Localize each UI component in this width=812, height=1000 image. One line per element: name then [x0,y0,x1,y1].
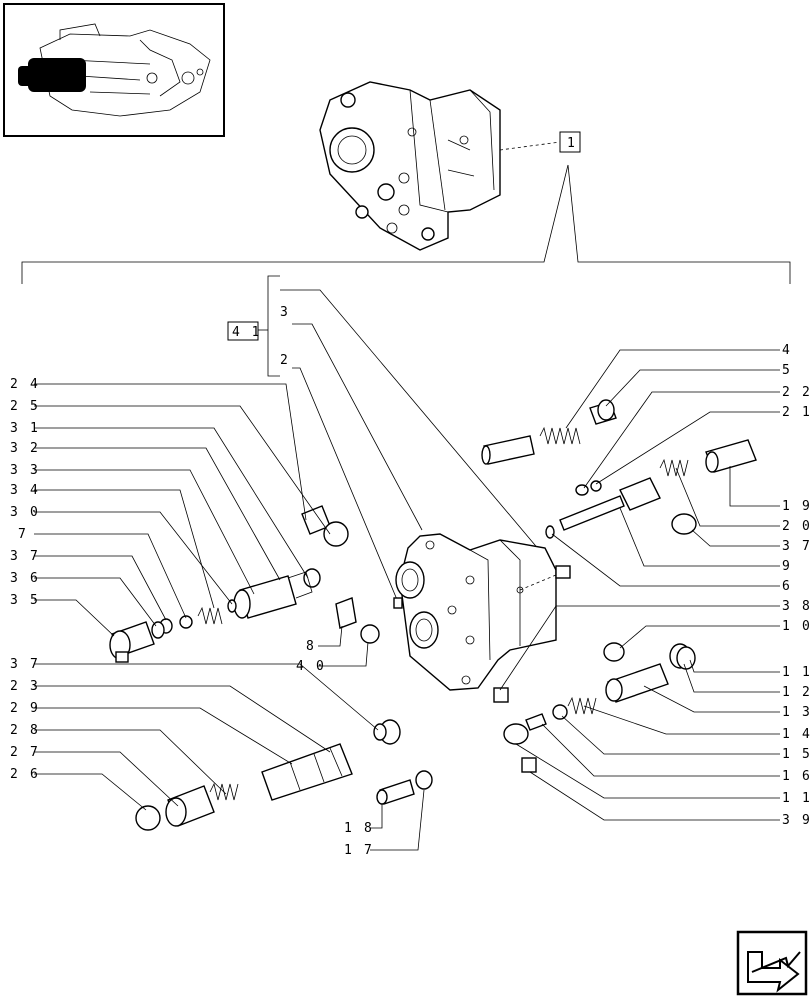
callout-1-label: 1 [567,136,577,151]
callout-34-label: 3 4 [10,483,40,498]
valve-body [395,533,557,691]
callout-11-label: 1 1 [782,665,812,680]
callout-5-label: 5 [782,363,792,378]
callout-16-label: 1 6 [782,769,812,784]
callout-13-label: 1 3 [782,705,812,720]
callout-25-label: 2 5 [10,399,40,414]
callout-10-label: 1 0 [782,619,812,634]
callout-2-label: 2 [280,353,290,368]
parts-group-right-top [481,399,757,703]
parts-group-center [335,597,380,644]
parts-group-right-lower [503,642,696,773]
callout-8-label: 8 [306,639,316,654]
parts-group-left-lower [135,719,401,831]
part-pin-2 [393,597,403,609]
callouts-right: 4 5 2 2 2 1 1 9 2 0 3 7 9 6 3 8 1 0 1 1 … [499,343,812,828]
callout-14-label: 1 4 [782,727,812,742]
callout-21-label: 2 1 [782,405,812,420]
callout-17-label: 1 7 [344,843,374,858]
callout-20-label: 2 0 [782,519,812,534]
callout-37-label: 3 7 [782,539,812,554]
callout-37-left-label: 3 7 [10,549,40,564]
callouts-center: 8 4 0 [296,625,369,674]
callout-1: 1 [21,131,791,284]
callout-23-label: 2 3 [10,679,40,694]
callout-36-label: 3 6 [10,571,40,586]
callout-3-label: 3 [280,305,290,320]
callout-33-label: 3 3 [10,463,40,478]
callout-41-label: 4 1 [232,325,261,340]
callout-12-label: 1 2 [782,685,812,700]
callouts-left-lower: 3 7 2 3 2 9 2 8 2 7 2 6 [10,657,379,811]
callout-11b-label: 1 1 [782,791,812,806]
callout-31-label: 3 1 [10,421,40,436]
callout-30-label: 3 0 [10,505,40,520]
callout-28-label: 2 8 [10,723,40,738]
callout-4-label: 4 [782,343,792,358]
callout-37-lower-label: 3 7 [10,657,40,672]
callout-18-label: 1 8 [344,821,374,836]
assembly-thumbnail[interactable] [3,3,225,137]
callouts-bottom: 1 8 1 7 [344,789,425,858]
housing-assembly-top [319,81,501,251]
callout-29-label: 2 9 [10,701,40,716]
callout-15-label: 1 5 [782,747,812,762]
next-page-arrow-icon[interactable] [736,930,808,996]
callout-35-label: 3 5 [10,593,40,608]
callout-7-label: 7 [18,527,28,542]
callout-41-bracket: 4 1 3 2 [227,275,557,603]
callouts-left: 2 4 2 5 3 1 3 2 3 3 3 4 3 0 7 3 7 3 6 3 … [10,377,331,637]
callout-40-label: 4 0 [296,659,326,674]
callout-38-label: 3 8 [782,599,812,614]
callout-32-label: 3 2 [10,441,40,456]
callout-24-label: 2 4 [10,377,40,392]
callout-26-label: 2 6 [10,767,40,782]
callout-19-label: 1 9 [782,499,812,514]
parts-group-left-upper [109,505,349,663]
callout-9-label: 9 [782,559,792,574]
callout-6-label: 6 [782,579,792,594]
parts-group-bottom [376,770,433,805]
callout-22-label: 2 2 [782,385,812,400]
callout-27-label: 2 7 [10,745,40,760]
callout-39-label: 3 9 [782,813,812,828]
